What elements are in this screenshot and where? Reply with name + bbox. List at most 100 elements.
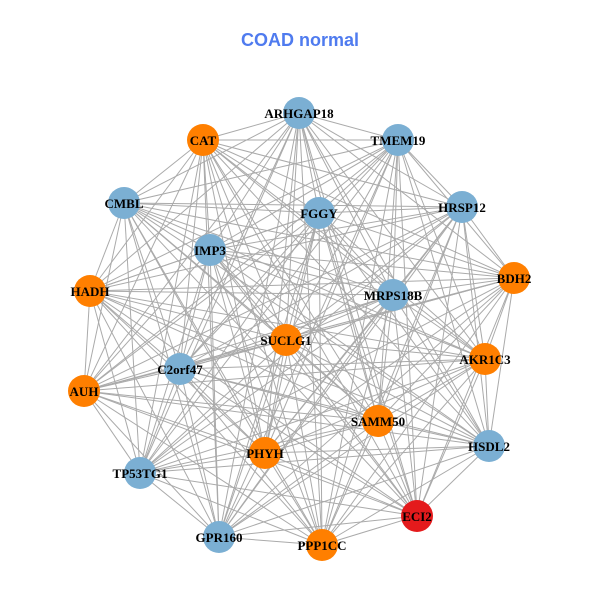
edge-CAT-AKR1C3 xyxy=(202,139,486,360)
edge-SAMM50-HSDL2 xyxy=(377,420,490,447)
edge-FGGY-SAMM50 xyxy=(318,212,379,422)
edge-HADH-AUH xyxy=(83,290,91,392)
node-label: BDH2 xyxy=(497,271,532,286)
edge-FGGY-SUCLG1 xyxy=(285,212,320,341)
edge-HADH-HSDL2 xyxy=(89,290,490,447)
edge-PHYH-TP53TG1 xyxy=(139,452,266,474)
edge-HRSP12-SUCLG1 xyxy=(285,206,463,341)
edge-FGGY-GPR160 xyxy=(218,212,320,538)
edge-HSDL2-ECI2 xyxy=(416,445,490,517)
node-label: GPR160 xyxy=(196,530,243,545)
edge-CAT-ECI2 xyxy=(202,139,418,517)
node-label: HSDL2 xyxy=(468,439,510,454)
edge-ECI2-GPR160 xyxy=(218,515,418,538)
node-label: CMBL xyxy=(105,196,144,211)
edge-ARHGAP18-SUCLG1 xyxy=(285,112,300,341)
edge-TMEM19-HSDL2 xyxy=(397,139,490,447)
edge-CAT-FGGY xyxy=(202,139,320,214)
edge-C2orf47-AUH xyxy=(83,368,181,392)
edge-CMBL-MRPS18B xyxy=(123,202,394,296)
node-AUH xyxy=(68,375,100,407)
node-HADH xyxy=(74,275,106,307)
node-HRSP12 xyxy=(446,191,478,223)
edge-AKR1C3-SAMM50 xyxy=(377,358,486,422)
node-label: FGGY xyxy=(300,206,338,221)
edge-C2orf47-PHYH xyxy=(179,368,266,454)
edge-SAMM50-PPP1CC xyxy=(321,420,379,546)
node-CAT xyxy=(187,124,219,156)
edge-CAT-SAMM50 xyxy=(202,139,379,422)
edge-FGGY-HSDL2 xyxy=(318,212,490,447)
edge-AKR1C3-TP53TG1 xyxy=(139,358,486,474)
node-AKR1C3 xyxy=(469,343,501,375)
edge-SAMM50-GPR160 xyxy=(218,420,379,538)
edge-MRPS18B-HSDL2 xyxy=(392,294,490,447)
edge-SUCLG1-GPR160 xyxy=(218,339,287,538)
edge-TMEM19-FGGY xyxy=(318,139,399,214)
edge-SUCLG1-PHYH xyxy=(264,339,287,454)
node-label: IMP3 xyxy=(194,243,226,258)
edge-TMEM19-IMP3 xyxy=(209,139,399,251)
edge-CMBL-PHYH xyxy=(123,202,266,454)
edge-ARHGAP18-FGGY xyxy=(298,112,320,214)
edge-CAT-HSDL2 xyxy=(202,139,490,447)
edge-HRSP12-PPP1CC xyxy=(321,206,463,546)
edge-AKR1C3-PPP1CC xyxy=(321,358,486,546)
edge-CAT-CMBL xyxy=(123,139,204,204)
edge-MRPS18B-AKR1C3 xyxy=(392,294,486,360)
node-label: AUH xyxy=(70,384,99,399)
edge-ARHGAP18-CAT xyxy=(202,112,300,141)
edge-GPR160-PPP1CC xyxy=(218,536,323,546)
node-HSDL2 xyxy=(473,430,505,462)
edge-HRSP12-IMP3 xyxy=(209,206,463,251)
edge-HRSP12-HADH xyxy=(89,206,463,292)
edge-IMP3-AUH xyxy=(83,249,211,392)
edge-FGGY-BDH2 xyxy=(318,212,515,279)
node-CMBL xyxy=(108,187,140,219)
node-label: CAT xyxy=(190,133,217,148)
edge-IMP3-GPR160 xyxy=(209,249,220,538)
edge-FGGY-C2orf47 xyxy=(179,212,320,370)
edge-BDH2-PPP1CC xyxy=(321,277,515,546)
edge-IMP3-SUCLG1 xyxy=(209,249,287,341)
edge-IMP3-PHYH xyxy=(209,249,266,454)
edge-BDH2-SAMM50 xyxy=(377,277,515,422)
edge-ARHGAP18-AKR1C3 xyxy=(298,112,486,360)
node-label: HADH xyxy=(71,284,110,299)
node-label: SAMM50 xyxy=(351,414,405,429)
edge-HRSP12-C2orf47 xyxy=(179,206,463,370)
node-TP53TG1 xyxy=(124,457,156,489)
edge-SAMM50-ECI2 xyxy=(377,420,418,517)
edge-ARHGAP18-HADH xyxy=(89,112,300,292)
edge-CMBL-AKR1C3 xyxy=(123,202,486,360)
edge-CMBL-PPP1CC xyxy=(123,202,323,546)
node-GPR160 xyxy=(203,521,235,553)
edge-ARHGAP18-C2orf47 xyxy=(179,112,300,370)
node-ARHGAP18 xyxy=(283,97,315,129)
node-label: TP53TG1 xyxy=(113,466,168,481)
edge-CAT-TP53TG1 xyxy=(139,139,204,474)
edge-BDH2-PHYH xyxy=(264,277,515,454)
edge-HSDL2-PHYH xyxy=(264,445,490,454)
edge-TMEM19-PHYH xyxy=(264,139,399,454)
edge-AUH-TP53TG1 xyxy=(83,390,141,474)
node-label: PHYH xyxy=(246,446,284,461)
node-label: C2orf47 xyxy=(157,362,203,377)
edge-HADH-SUCLG1 xyxy=(89,290,287,341)
edge-C2orf47-HSDL2 xyxy=(179,368,490,447)
edge-C2orf47-AKR1C3 xyxy=(179,358,486,370)
edge-HRSP12-AKR1C3 xyxy=(461,206,486,360)
edge-C2orf47-TP53TG1 xyxy=(139,368,181,474)
node-TMEM19 xyxy=(382,124,414,156)
edge-ECI2-PPP1CC xyxy=(321,515,418,546)
edge-HRSP12-AUH xyxy=(83,206,463,392)
node-MRPS18B xyxy=(377,279,409,311)
edge-FGGY-AUH xyxy=(83,212,320,392)
edge-ARHGAP18-CMBL xyxy=(123,112,300,204)
edge-IMP3-AKR1C3 xyxy=(209,249,486,360)
edge-HSDL2-TP53TG1 xyxy=(139,445,490,474)
edge-HADH-MRPS18B xyxy=(89,290,394,296)
edge-FGGY-HRSP12 xyxy=(318,206,463,214)
